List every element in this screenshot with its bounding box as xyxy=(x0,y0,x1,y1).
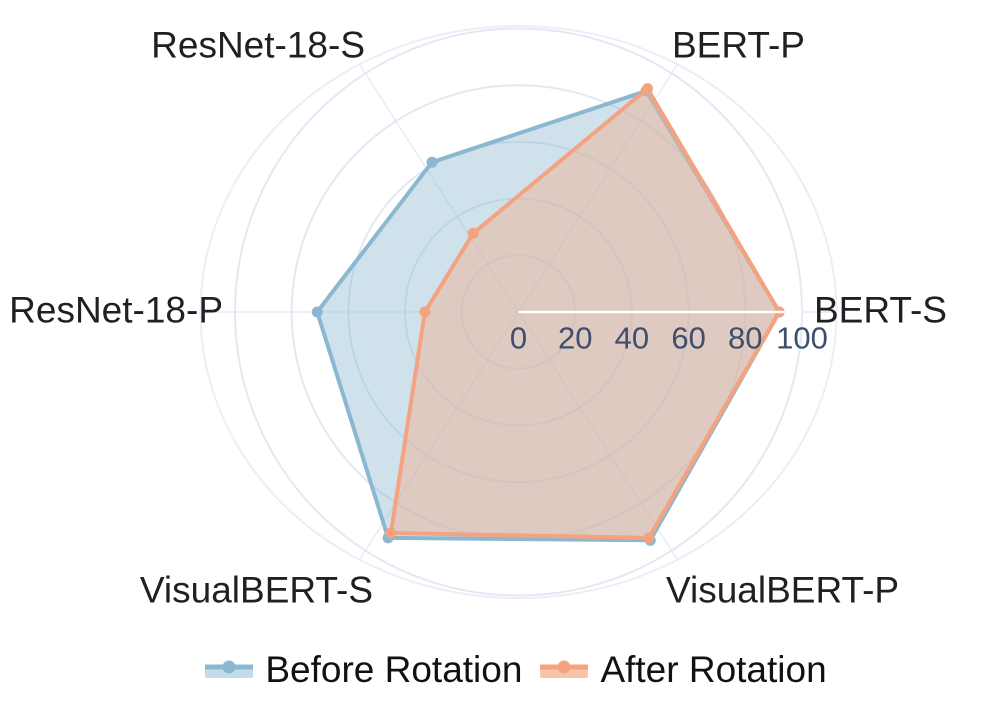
data-point-after-rotation-resnet-18-s[interactable] xyxy=(467,227,479,239)
data-point-before-rotation-resnet-18-p[interactable] xyxy=(311,306,323,318)
data-point-after-rotation-bert-p[interactable] xyxy=(642,83,653,95)
category-labels-layer: BERT-S BERT-P ResNet-18-S ResNet-18-P Visual… xyxy=(9,25,947,611)
category-label-bert-p: BERT-P xyxy=(672,25,805,66)
legend: Before Rotation After Rotation xyxy=(0,651,997,688)
legend-label-after-rotation: After Rotation xyxy=(600,649,827,690)
category-label-resnet-18-s: ResNet-18-S xyxy=(151,25,365,66)
radial-tick-label-20: 20 xyxy=(558,321,592,356)
data-point-after-rotation-resnet-18-p[interactable] xyxy=(419,306,431,318)
radial-tick-label-40: 40 xyxy=(615,321,649,356)
data-point-before-rotation-resnet-18-s[interactable] xyxy=(426,156,438,168)
legend-marker-before-rotation xyxy=(205,660,254,678)
legend-item-before-rotation[interactable]: Before Rotation xyxy=(204,651,522,688)
legend-dot-sample xyxy=(222,660,236,674)
radial-tick-label-60: 60 xyxy=(671,321,705,356)
legend-marker-after-rotation xyxy=(540,660,589,678)
data-point-after-rotation-visualbert-p[interactable] xyxy=(643,532,655,544)
radial-tick-label-80: 80 xyxy=(728,321,762,356)
legend-item-after-rotation[interactable]: After Rotation xyxy=(539,649,827,690)
radial-tick-label-100: 100 xyxy=(776,321,828,356)
category-label-bert-s: BERT-S xyxy=(814,290,947,331)
category-label-resnet-18-p: ResNet-18-P xyxy=(9,290,223,331)
radial-tick-labels-layer: 0 20 40 60 80 100 xyxy=(510,321,828,356)
radial-tick-label-0: 0 xyxy=(510,321,527,356)
data-point-after-rotation-visualbert-s[interactable] xyxy=(385,527,397,539)
legend-label-before-rotation: Before Rotation xyxy=(265,649,523,690)
category-label-visualbert-s: VisualBERT-S xyxy=(140,570,373,611)
category-label-visualbert-p: VisualBERT-P xyxy=(666,570,899,611)
legend-dot-sample xyxy=(557,660,571,674)
